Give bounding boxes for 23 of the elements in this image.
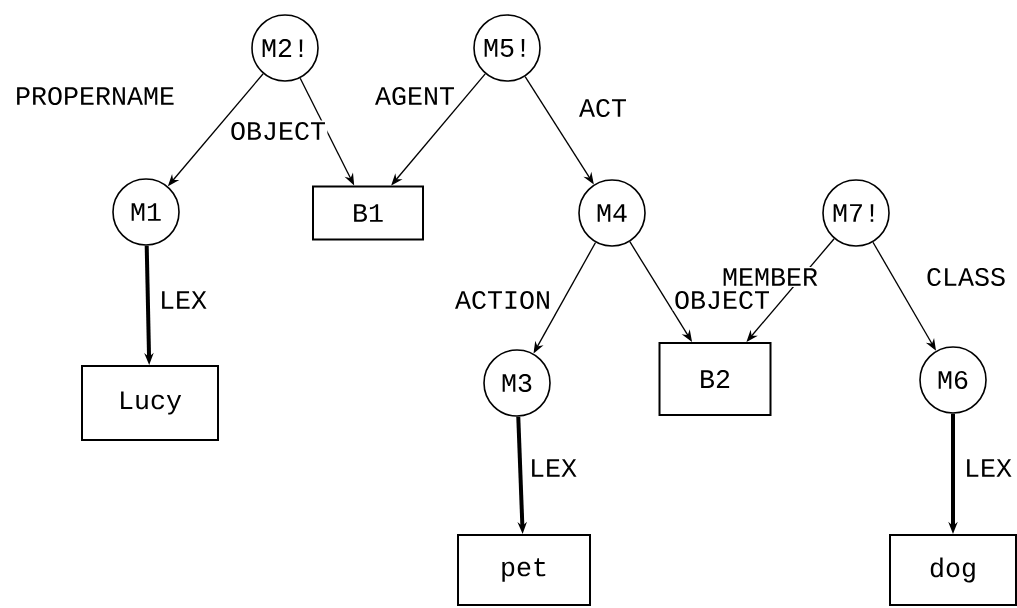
circle-node: M3 (483, 349, 551, 417)
edge-label: OBJECT (228, 120, 328, 142)
edge-label: OBJECT (672, 289, 772, 311)
box-node: B1 (312, 185, 424, 241)
edge-label: LEX (527, 457, 579, 479)
edge-label: LEX (962, 457, 1014, 479)
circle-node: M7! (822, 179, 890, 247)
circle-node: M2! (251, 14, 319, 82)
edge-label: MEMBER (720, 266, 820, 288)
circle-node: M6 (919, 346, 987, 414)
box-node: Lucy (81, 365, 219, 441)
box-node: dog (889, 534, 1017, 606)
circle-node: M5! (473, 14, 541, 82)
edge-label: ACTION (453, 289, 553, 311)
circle-node: M4 (578, 179, 646, 247)
box-node: pet (457, 534, 591, 606)
box-node: B2 (658, 342, 772, 416)
edge-label: ACT (577, 97, 629, 119)
edge-label: PROPERNAME (13, 85, 177, 107)
edge-label: CLASS (924, 266, 1008, 288)
edge-label: LEX (157, 289, 209, 311)
circle-node: M1 (112, 178, 180, 246)
edge-label: AGENT (373, 85, 457, 107)
